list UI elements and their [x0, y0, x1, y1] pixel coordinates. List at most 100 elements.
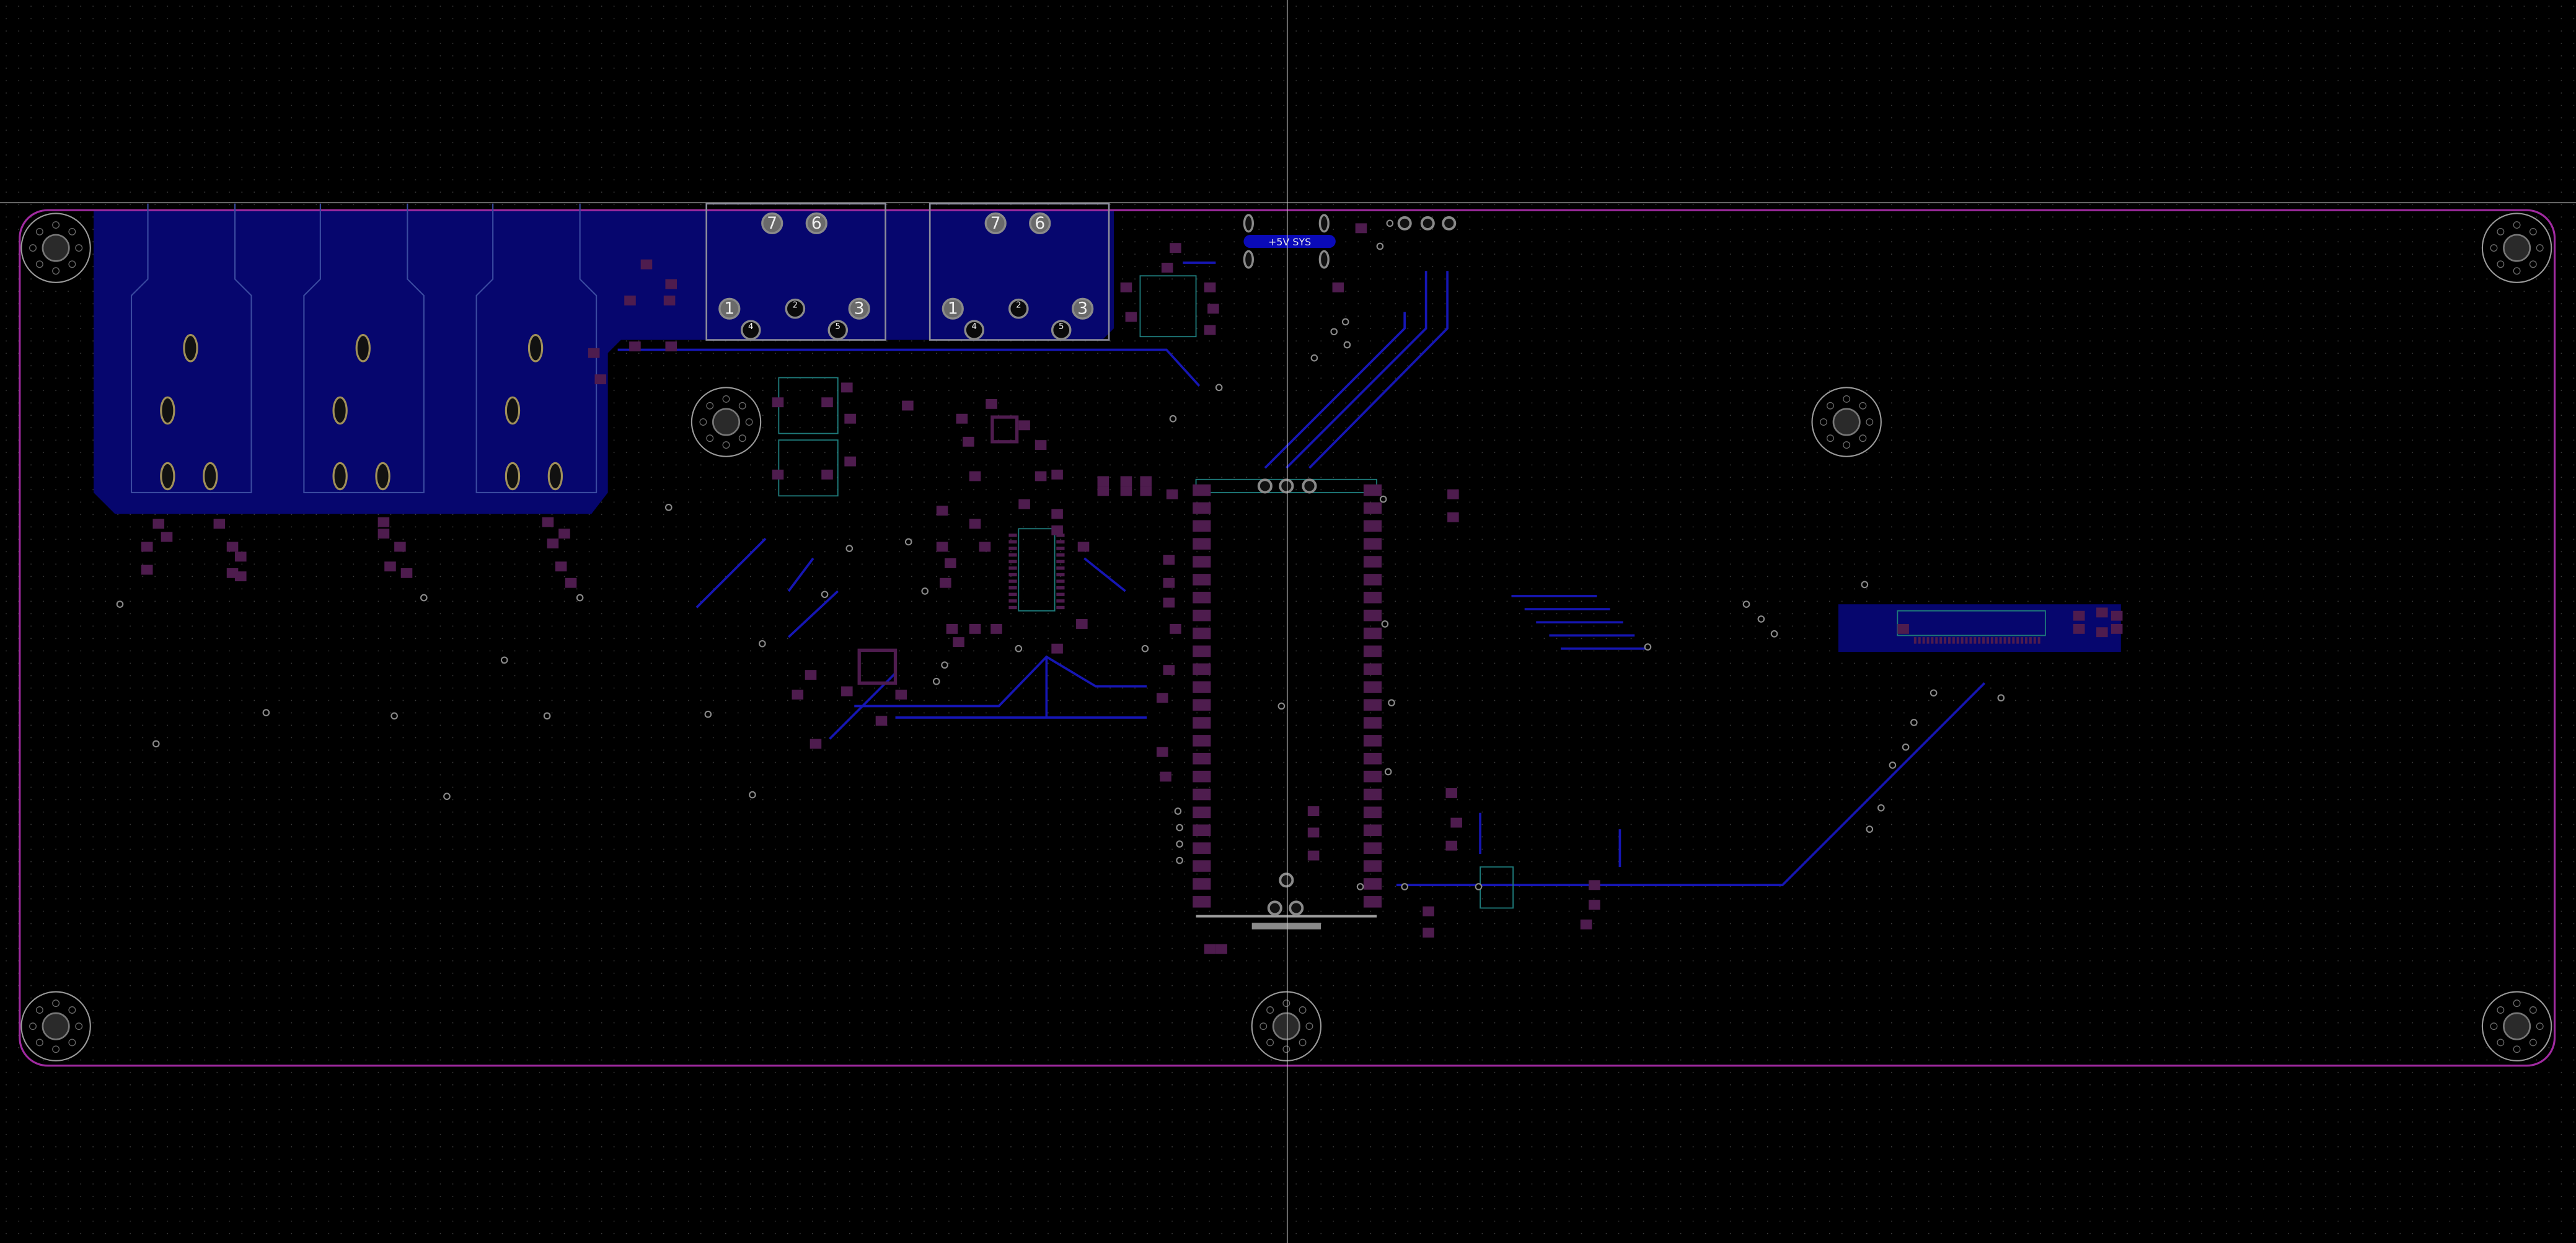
smd-pad[interactable]	[2096, 627, 2108, 638]
track[interactable]	[787, 557, 814, 592]
ic-pin[interactable]	[1008, 566, 1017, 570]
copper-zone-left[interactable]	[94, 210, 1114, 514]
via[interactable]	[1742, 600, 1750, 608]
smd-pad[interactable]	[1307, 827, 1320, 838]
via[interactable]	[1310, 354, 1318, 362]
header-pin[interactable]	[1442, 216, 1457, 231]
via[interactable]	[1388, 699, 1395, 707]
via[interactable]	[1341, 318, 1349, 326]
smd-pad[interactable]	[400, 568, 413, 578]
smd-pad[interactable]	[2111, 610, 2123, 621]
smd-pad[interactable]	[1156, 747, 1168, 757]
smd-pad[interactable]	[1363, 556, 1382, 568]
via[interactable]	[1386, 219, 1394, 227]
connector-pin[interactable]	[2037, 637, 2040, 644]
connector-pin[interactable]	[1947, 637, 1951, 644]
via[interactable]	[1861, 581, 1869, 589]
smd-pad[interactable]	[809, 739, 822, 749]
smd-pad[interactable]	[1120, 282, 1132, 292]
rj-pin[interactable]: 1	[942, 297, 964, 320]
smd-pad[interactable]	[1193, 752, 1211, 765]
connector-pin[interactable]	[2033, 637, 2036, 644]
smd-pad[interactable]	[2073, 610, 2085, 621]
mounting-hole[interactable]	[1811, 387, 1882, 457]
smd-pad[interactable]	[1193, 735, 1211, 747]
rj-pin[interactable]: 2	[785, 298, 806, 319]
jack-pin[interactable]	[505, 396, 521, 425]
smd-pad[interactable]	[805, 670, 817, 680]
via[interactable]	[1644, 643, 1652, 651]
via[interactable]	[1379, 495, 1387, 503]
smd-pad[interactable]	[1363, 735, 1382, 747]
smd-pad[interactable]	[1447, 489, 1459, 499]
smd-pad[interactable]	[1589, 880, 1600, 890]
smd-pad[interactable]	[969, 471, 981, 481]
smd-pad[interactable]	[1193, 824, 1211, 837]
ic-pin[interactable]	[1056, 605, 1065, 610]
smd-pad[interactable]	[1051, 643, 1063, 654]
smd-pad[interactable]	[1215, 944, 1227, 954]
via[interactable]	[1902, 743, 1910, 751]
connector-pin[interactable]	[1918, 637, 1921, 644]
usb-shield-pad[interactable]	[1243, 250, 1255, 269]
smd-pad[interactable]	[1193, 592, 1211, 604]
ic-pin[interactable]	[1056, 540, 1065, 544]
smd-pad[interactable]	[990, 623, 1002, 634]
ic-pin[interactable]	[1008, 534, 1017, 537]
smd-pad[interactable]	[1193, 502, 1211, 514]
track[interactable]	[787, 590, 839, 638]
audio-jack-outline[interactable]	[475, 203, 598, 494]
jack-pin[interactable]	[375, 462, 390, 491]
smd-pad[interactable]	[1193, 842, 1211, 854]
via[interactable]	[443, 793, 451, 801]
via[interactable]	[1169, 415, 1177, 423]
through-hole-pad[interactable]	[1289, 900, 1304, 916]
ic-pin[interactable]	[1008, 592, 1017, 596]
ic-pin[interactable]	[1008, 560, 1017, 563]
smd-pad[interactable]	[1163, 665, 1175, 675]
connector-pin[interactable]	[1995, 637, 1998, 644]
rj-pin[interactable]: 7	[984, 212, 1007, 235]
smd-pad[interactable]	[1193, 484, 1211, 496]
smd-pad[interactable]	[1193, 896, 1211, 908]
usb-shield-pad[interactable]	[1318, 214, 1330, 233]
smd-pad[interactable]	[963, 436, 974, 447]
mounting-hole[interactable]	[690, 387, 762, 457]
rj-pin[interactable]: 7	[761, 212, 783, 235]
smd-pad[interactable]	[844, 413, 856, 424]
smd-pad[interactable]	[1423, 928, 1434, 938]
smd-pad[interactable]	[663, 295, 676, 305]
smd-pad[interactable]	[1034, 440, 1047, 450]
ic-pin[interactable]	[1008, 605, 1017, 610]
smd-pad[interactable]	[1897, 623, 1909, 634]
via[interactable]	[1384, 768, 1392, 776]
jack-pin[interactable]	[332, 396, 348, 425]
smd-pad[interactable]	[558, 529, 570, 539]
smd-pad[interactable]	[1193, 699, 1211, 711]
smd-pad[interactable]	[394, 542, 406, 552]
smd-pad[interactable]	[979, 542, 991, 552]
connector-pin[interactable]	[1974, 637, 1977, 644]
ic-pin[interactable]	[1056, 553, 1065, 557]
connector-pin[interactable]	[1965, 637, 1968, 644]
via[interactable]	[749, 791, 756, 799]
smd-pad[interactable]	[1363, 502, 1382, 514]
track[interactable]	[1308, 271, 1449, 469]
jack-pin[interactable]	[160, 462, 175, 491]
smd-pad[interactable]	[565, 578, 577, 588]
smd-pad[interactable]	[1363, 806, 1382, 819]
jack-pin[interactable]	[355, 333, 371, 362]
via[interactable]	[152, 740, 160, 748]
connector-pin[interactable]	[1999, 637, 2002, 644]
via[interactable]	[845, 545, 854, 552]
ic-pin[interactable]	[1056, 592, 1065, 596]
smd-pad[interactable]	[1363, 592, 1382, 604]
ic-pin[interactable]	[1008, 553, 1017, 557]
smd-pad[interactable]	[1160, 771, 1171, 782]
via[interactable]	[420, 594, 428, 602]
smd-pad[interactable]	[772, 469, 784, 480]
smd-pad[interactable]	[1204, 944, 1216, 954]
smd-pad[interactable]	[1125, 312, 1137, 322]
via[interactable]	[576, 594, 584, 602]
smd-pad[interactable]	[946, 623, 958, 634]
